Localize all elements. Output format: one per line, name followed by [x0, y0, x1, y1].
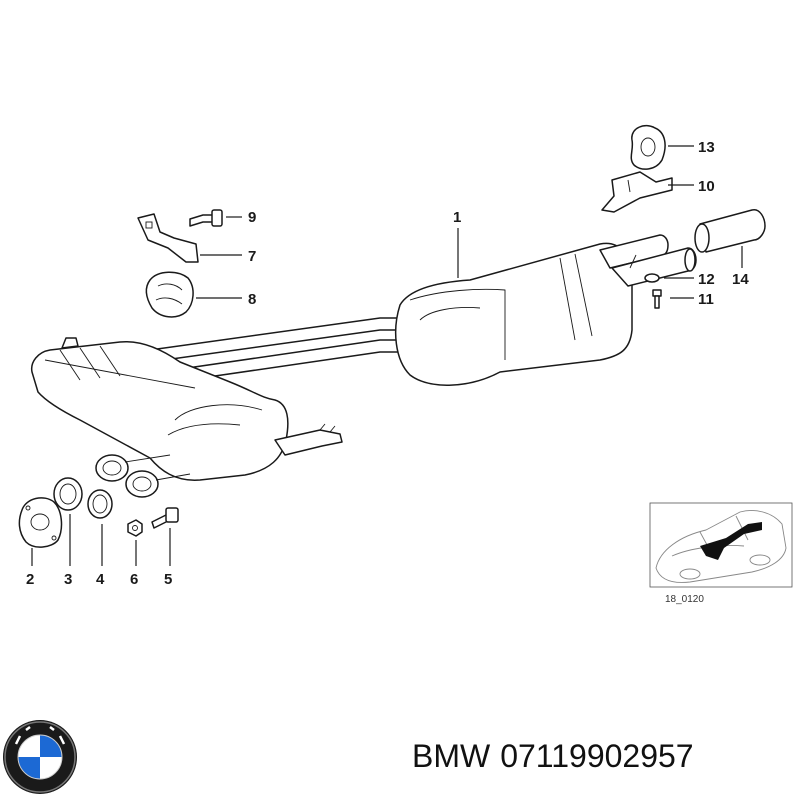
callout-12: 12 — [698, 271, 715, 288]
bracket-7 — [137, 213, 242, 263]
bolt-9 — [189, 209, 242, 227]
brand-name: BMW — [412, 738, 491, 774]
callout-11: 11 — [698, 291, 714, 308]
bolt-11 — [652, 289, 694, 309]
part-code: 07119902957 — [500, 738, 694, 774]
car-location-inset: 18_0120 — [649, 502, 793, 605]
callout-6: 6 — [130, 571, 138, 588]
callout-13: 13 — [698, 139, 715, 156]
bmw-roundel-logo — [3, 720, 77, 794]
bolt-5 — [151, 507, 179, 566]
callout-8: 8 — [248, 291, 256, 308]
gasket-ring-3 — [53, 477, 83, 566]
callout-9: 9 — [248, 209, 256, 226]
washer-12 — [644, 273, 694, 283]
rubber-mount-13 — [630, 124, 694, 170]
gasket-ring-4 — [87, 489, 113, 566]
callout-2: 2 — [26, 571, 34, 588]
callout-10: 10 — [698, 178, 715, 195]
callout-1: 1 — [453, 209, 461, 226]
inset-ref-code: 18_0120 — [665, 594, 704, 605]
nut-6 — [127, 519, 143, 566]
rubber-mount-8 — [145, 271, 242, 318]
callout-5: 5 — [164, 571, 172, 588]
callout-14: 14 — [732, 271, 749, 288]
callout-3: 3 — [64, 571, 72, 588]
tail-pipe-14 — [694, 209, 766, 268]
callout-7: 7 — [248, 248, 256, 265]
flange-plate-2 — [18, 497, 63, 566]
bracket-10 — [601, 171, 694, 213]
front-silencer — [30, 337, 343, 498]
callout-4: 4 — [96, 571, 105, 588]
rear-silencer — [394, 234, 697, 386]
